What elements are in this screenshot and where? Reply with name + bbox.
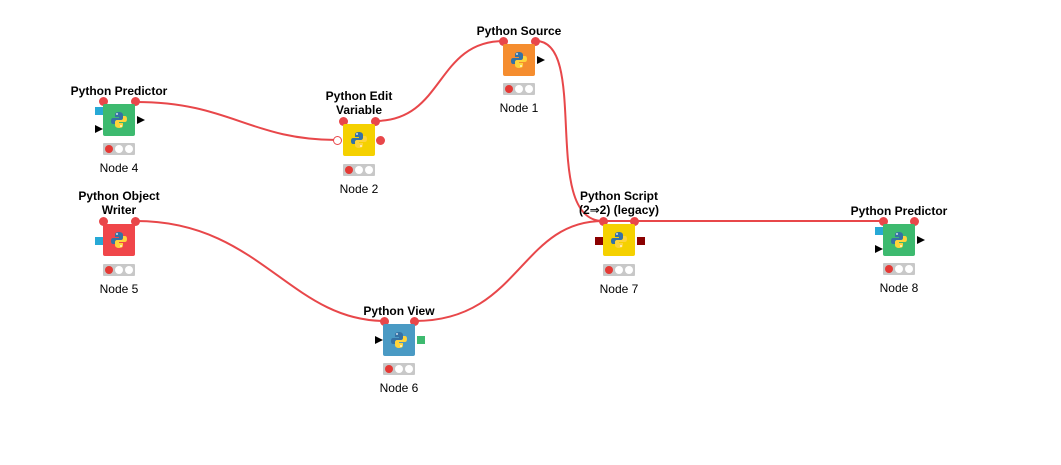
variable-in-port[interactable]	[499, 37, 508, 46]
node-title: Python View	[363, 304, 435, 318]
model-in-port[interactable]	[875, 227, 883, 235]
variable-out-port[interactable]	[371, 117, 380, 126]
connection-node2-node1[interactable]	[374, 40, 505, 122]
node-title: Python Object Writer	[78, 189, 160, 217]
node-title: Python Script (2⇒2) (legacy)	[578, 189, 660, 217]
node-label: Node 5	[99, 282, 139, 296]
status-red-icon	[385, 365, 393, 373]
table-in-port[interactable]	[95, 125, 103, 133]
variable-in-port[interactable]	[339, 117, 348, 126]
python-logo-icon[interactable]	[103, 104, 135, 136]
node-python-view[interactable]: Python View Node 6	[339, 302, 459, 422]
node-label: Node 7	[599, 282, 639, 296]
python-glyph	[391, 332, 407, 348]
node-python-edit-variable[interactable]: Python Edit Variable Node 2	[299, 88, 419, 208]
status-red-icon	[345, 166, 353, 174]
connection-node1-node7[interactable]	[535, 40, 604, 222]
node-python-object-writer[interactable]: Python Object Writer Node 5	[59, 188, 179, 308]
status-off-icon	[895, 265, 903, 273]
variable-out-port[interactable]	[531, 37, 540, 46]
status-red-icon	[105, 266, 113, 274]
node-title: Python Source	[476, 24, 562, 38]
status-off-icon	[365, 166, 373, 174]
status-lights	[883, 263, 915, 275]
variable-out-port[interactable]	[910, 217, 919, 226]
status-off-icon	[615, 266, 623, 274]
python-logo-icon[interactable]	[603, 224, 635, 256]
variable-in-port[interactable]	[99, 217, 108, 226]
table-in-port[interactable]	[375, 336, 383, 344]
connection-node6-node7[interactable]	[414, 220, 604, 322]
variable-in-port[interactable]	[879, 217, 888, 226]
table-in-port[interactable]	[875, 245, 883, 253]
object-in-port[interactable]	[95, 237, 103, 245]
python-glyph	[111, 112, 127, 128]
status-off-icon	[115, 145, 123, 153]
status-lights	[503, 83, 535, 95]
object-in-port[interactable]	[595, 237, 603, 245]
variable-in-port[interactable]	[99, 97, 108, 106]
table-out-port[interactable]	[537, 56, 545, 64]
status-off-icon	[125, 145, 133, 153]
status-off-icon	[525, 85, 533, 93]
status-lights	[103, 264, 135, 276]
node-label: Node 2	[339, 182, 379, 196]
status-off-icon	[625, 266, 633, 274]
python-logo-icon[interactable]	[383, 324, 415, 356]
variable-out-port[interactable]	[131, 97, 140, 106]
status-lights	[343, 164, 375, 176]
status-lights	[383, 363, 415, 375]
node-label: Node 1	[499, 101, 539, 115]
variable-out-port[interactable]	[630, 217, 639, 226]
status-off-icon	[395, 365, 403, 373]
status-off-icon	[125, 266, 133, 274]
variable-out-port[interactable]	[410, 317, 419, 326]
node-title: Python Edit Variable	[325, 89, 393, 117]
node-title: Python Predictor	[850, 204, 948, 218]
status-off-icon	[405, 365, 413, 373]
model-in-port[interactable]	[95, 107, 103, 115]
status-off-icon	[115, 266, 123, 274]
status-off-icon	[905, 265, 913, 273]
python-logo-icon[interactable]	[883, 224, 915, 256]
connection-node4-node2[interactable]	[135, 101, 338, 141]
image-out-port[interactable]	[417, 336, 425, 344]
python-logo-icon[interactable]	[343, 124, 375, 156]
node-python-source[interactable]: Python Source Node 1	[459, 22, 579, 142]
variable-out-port[interactable]	[131, 217, 140, 226]
status-off-icon	[515, 85, 523, 93]
table-out-port[interactable]	[917, 236, 925, 244]
python-glyph	[351, 132, 367, 148]
node-python-predictor[interactable]: Python Predictor Node 4	[59, 82, 179, 202]
python-glyph	[611, 232, 627, 248]
status-red-icon	[605, 266, 613, 274]
variable-in-port[interactable]	[599, 217, 608, 226]
variable-out-port[interactable]	[376, 136, 385, 145]
node-python-predictor-2[interactable]: Python Predictor Node 8	[839, 202, 959, 322]
node-label: Node 8	[879, 281, 919, 295]
python-glyph	[511, 52, 527, 68]
node-python-script[interactable]: Python Script (2⇒2) (legacy) Node 7	[559, 188, 679, 308]
status-lights	[603, 264, 635, 276]
node-title: Python Predictor	[70, 84, 168, 98]
node-label: Node 4	[99, 161, 139, 175]
python-logo-icon[interactable]	[103, 224, 135, 256]
connection-node5-node6[interactable]	[135, 220, 386, 322]
object-out-port[interactable]	[637, 237, 645, 245]
status-off-icon	[355, 166, 363, 174]
status-red-icon	[505, 85, 513, 93]
status-red-icon	[885, 265, 893, 273]
python-glyph	[111, 232, 127, 248]
status-lights	[103, 143, 135, 155]
python-logo-icon[interactable]	[503, 44, 535, 76]
python-glyph	[891, 232, 907, 248]
table-out-port[interactable]	[137, 116, 145, 124]
variable-in-port[interactable]	[380, 317, 389, 326]
node-label: Node 6	[379, 381, 419, 395]
variable-in-port-optional[interactable]	[333, 136, 342, 145]
status-red-icon	[105, 145, 113, 153]
